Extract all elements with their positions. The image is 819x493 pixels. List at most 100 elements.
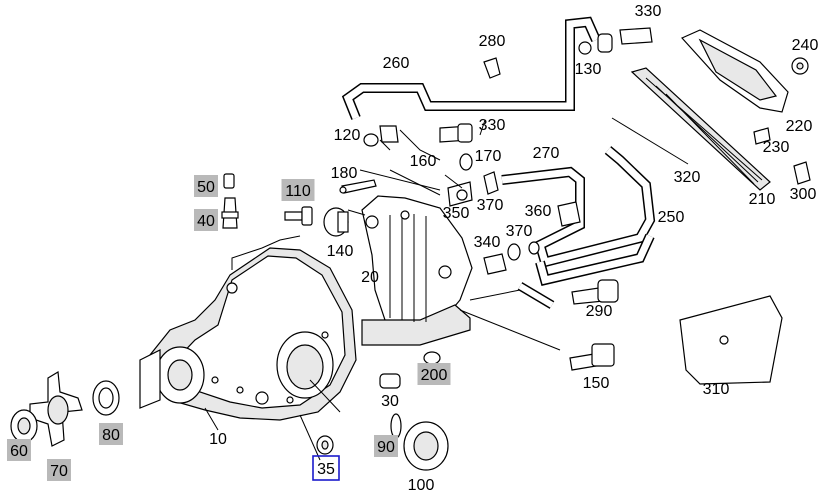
bracket-part[interactable] (557, 201, 581, 227)
callout-320[interactable]: 320 (674, 169, 701, 186)
callout-labels: 10 20 30 35 40 50 60 70 80 90 100 110 120 130 140 150 16… (7, 3, 818, 493)
callout-310[interactable]: 310 (703, 381, 730, 398)
callout-10[interactable]: 10 (209, 431, 227, 448)
callout-110[interactable]: 110 (281, 179, 315, 201)
callout-number: 290 (586, 303, 613, 320)
callout-340[interactable]: 340 (474, 234, 501, 251)
callout-highlight (99, 423, 123, 445)
hose-250-part[interactable] (501, 146, 656, 286)
callout-220[interactable]: 220 (786, 118, 813, 135)
callout-40[interactable]: 40 (194, 209, 218, 231)
breather-valve-part[interactable] (221, 173, 239, 229)
callout-350[interactable]: 350 (443, 205, 470, 222)
callout-360[interactable]: 360 (525, 203, 552, 220)
callout-290[interactable]: 290 (586, 303, 613, 320)
callout-35[interactable]: 35 (312, 455, 340, 481)
callout-number: 100 (408, 477, 435, 493)
callout-140[interactable]: 140 (327, 243, 354, 260)
fitting-340-part[interactable] (483, 241, 540, 275)
callout-130[interactable]: 130 (575, 61, 602, 78)
callout-250[interactable]: 250 (658, 209, 685, 226)
plug-part[interactable] (323, 207, 349, 237)
callout-270[interactable]: 270 (533, 145, 560, 162)
callout-370[interactable]: 370 (477, 197, 504, 214)
callout-number: 30 (381, 393, 399, 410)
filter-element-part[interactable] (630, 67, 771, 191)
callout-230[interactable]: 230 (763, 139, 790, 156)
callout-highlight (417, 363, 451, 385)
callout-330[interactable]: 330 (635, 3, 662, 20)
differential-housing-part[interactable] (139, 247, 357, 421)
hose-connector-part[interactable] (363, 27, 653, 147)
callout-number: 220 (786, 118, 813, 135)
callout-150[interactable]: 150 (583, 375, 610, 392)
callout-number: 60 (10, 443, 28, 460)
callout-30[interactable]: 30 (381, 393, 399, 410)
callout-number: 260 (383, 55, 410, 72)
callout-number: 160 (410, 153, 437, 170)
callout-highlight (374, 435, 398, 457)
callout-number: 35 (317, 461, 335, 478)
pipe-290-part[interactable] (517, 279, 619, 309)
callout-90[interactable]: 90 (374, 435, 398, 457)
callout-300[interactable]: 300 (790, 186, 817, 203)
clip-part[interactable] (483, 57, 501, 79)
collar-nut-part[interactable] (10, 409, 38, 443)
callout-number: 370 (477, 197, 504, 214)
callout-280[interactable]: 280 (479, 33, 506, 50)
callout-number: 300 (790, 186, 817, 203)
callout-100[interactable]: 100 (408, 477, 435, 493)
callout-240[interactable]: 240 (792, 37, 819, 54)
seal-ring-part[interactable] (459, 153, 499, 195)
callout-330[interactable]: 330 (479, 117, 506, 134)
callout-number: 170 (475, 148, 502, 165)
callout-number: 110 (285, 183, 311, 200)
callout-number: 280 (479, 33, 506, 50)
heat-shield-part[interactable] (679, 295, 783, 385)
callout-number: 180 (331, 165, 358, 182)
callout-170[interactable]: 170 (475, 148, 502, 165)
leader-lines (204, 119, 561, 461)
callout-370[interactable]: 370 (506, 223, 533, 240)
callout-number: 210 (749, 191, 776, 208)
callout-number: 10 (209, 431, 227, 448)
callout-20[interactable]: 20 (361, 269, 379, 286)
callout-80[interactable]: 80 (99, 423, 123, 445)
callout-60[interactable]: 60 (7, 439, 31, 461)
fitting-350-part[interactable] (447, 181, 473, 207)
callout-number: 370 (506, 223, 533, 240)
callout-number: 150 (583, 375, 610, 392)
callout-50[interactable]: 50 (194, 175, 218, 197)
callout-70[interactable]: 70 (47, 459, 71, 481)
callout-200[interactable]: 200 (417, 363, 451, 385)
filter-cover-part[interactable] (680, 29, 789, 113)
callout-highlight (7, 439, 31, 461)
sensor-part[interactable] (569, 343, 615, 371)
callout-number: 330 (479, 117, 506, 134)
callout-210[interactable]: 210 (749, 191, 776, 208)
screw-part[interactable] (284, 206, 313, 226)
callout-number: 40 (197, 213, 215, 230)
callout-160[interactable]: 160 (410, 153, 437, 170)
selection-box (312, 455, 340, 481)
rear-cover-part[interactable] (361, 195, 473, 346)
drive-flange-part[interactable] (29, 370, 83, 447)
callout-number: 270 (533, 145, 560, 162)
callout-number: 240 (792, 37, 819, 54)
callout-180[interactable]: 180 (331, 165, 358, 182)
lower-seals-part[interactable] (316, 351, 449, 471)
callout-260[interactable]: 260 (383, 55, 410, 72)
shaft-seal-part[interactable] (92, 380, 120, 416)
pin-part[interactable] (339, 179, 377, 194)
callout-120[interactable]: 120 (334, 127, 361, 144)
callout-number: 80 (102, 427, 120, 444)
callout-number: 50 (197, 179, 215, 196)
callout-number: 140 (327, 243, 354, 260)
callout-number: 360 (525, 203, 552, 220)
callout-highlight (194, 209, 218, 231)
small-fittings-part[interactable] (611, 57, 811, 185)
vent-hose-260-part[interactable] (341, 16, 601, 120)
callout-number: 70 (50, 463, 68, 480)
callout-number: 90 (377, 439, 395, 456)
callout-number: 120 (334, 127, 361, 144)
